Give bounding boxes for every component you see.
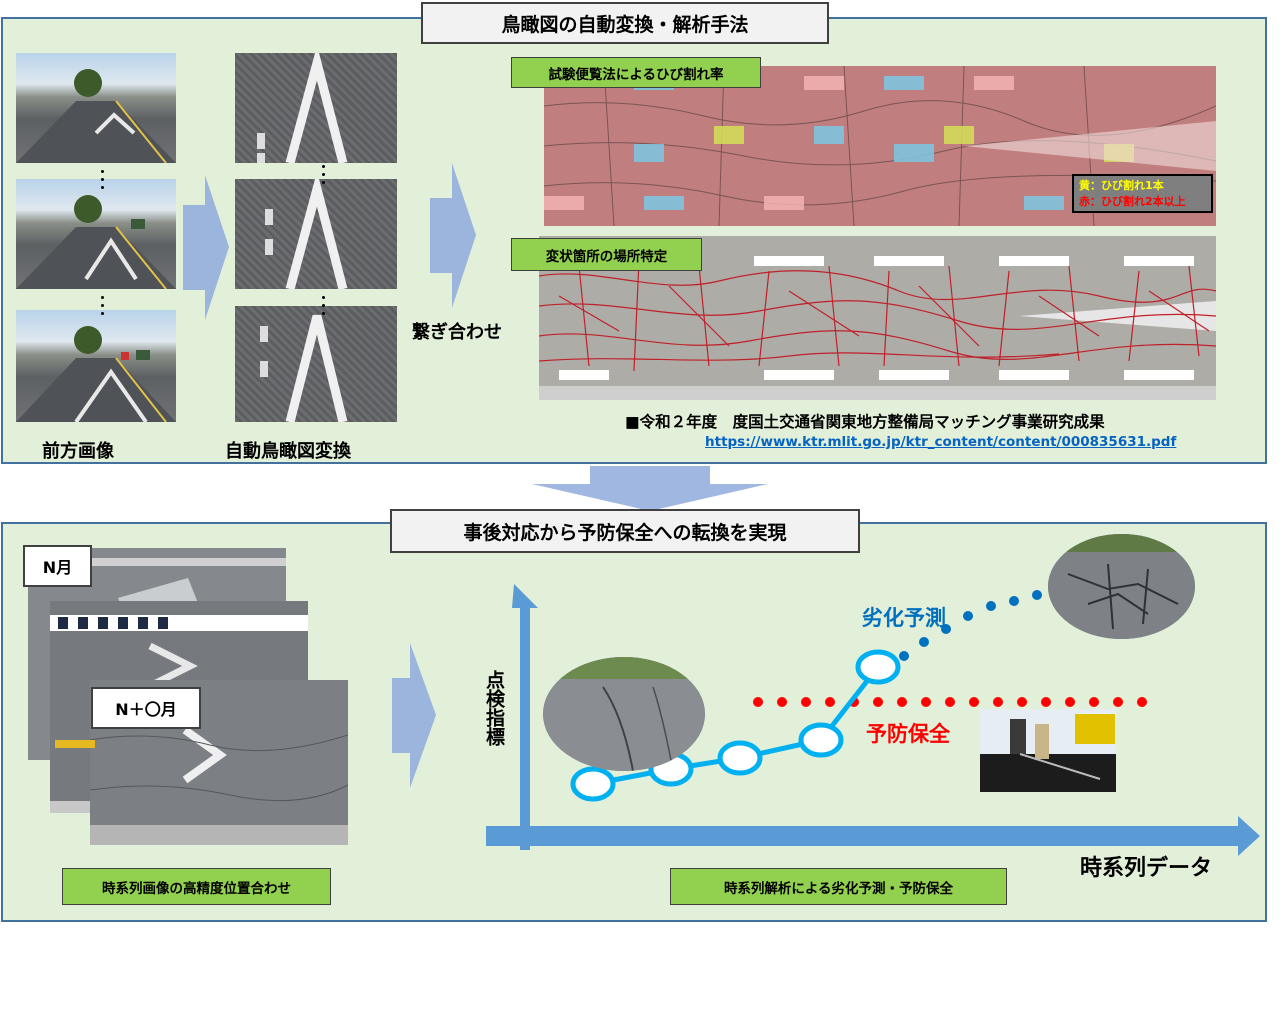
crack-rate-image — [544, 66, 1216, 226]
front-image-2 — [16, 179, 176, 289]
x-axis-label: 時系列データ — [1080, 856, 1213, 881]
birdseye-image-2 — [235, 179, 397, 289]
crack-legend: 黄：ひび割れ1本 赤：ひび割れ2本以上 — [1072, 174, 1213, 213]
yellow-lane-mark — [55, 740, 95, 748]
y-axis-arrow — [512, 584, 538, 850]
deterioration-chart: 点検指標 — [483, 584, 1260, 856]
x-axis-arrow — [486, 816, 1260, 856]
deterioration-label: 劣化予測 — [862, 606, 946, 630]
repair-work-photo — [980, 709, 1116, 792]
analysis-label: 時系列解析による劣化予測・予防保全 — [670, 868, 1007, 905]
front-image-1 — [16, 53, 176, 163]
down-arrow-icon — [532, 466, 768, 511]
front-image-3 — [16, 310, 176, 422]
preventive-threshold-line — [753, 697, 1147, 707]
ellipsis-dots — [322, 165, 325, 189]
y-axis-label: 点検指標 — [483, 670, 505, 747]
right-arrow-icon — [392, 643, 436, 788]
top-title: 鳥瞰図の自動変換・解析手法 — [421, 2, 829, 44]
merge-label: 繋ぎ合わせ — [412, 322, 502, 343]
preventive-label: 予防保全 — [866, 722, 950, 746]
legend-yellow: 黄：ひび割れ1本 — [1079, 179, 1164, 192]
ellipsis-dots — [101, 296, 104, 320]
severe-crack-photo — [1048, 534, 1195, 639]
early-crack-photo — [543, 657, 705, 771]
birdseye-image-3 — [235, 306, 397, 422]
timeseries-image-front — [90, 680, 348, 845]
birdseye-caption: 自動鳥瞰図変換 — [225, 441, 351, 462]
ellipsis-dots — [101, 170, 104, 194]
right-arrow-icon — [183, 175, 229, 320]
ellipsis-dots — [322, 296, 325, 320]
source-link[interactable]: https://www.ktr.mlit.go.jp/ktr_content/c… — [705, 434, 1177, 450]
alignment-label: 時系列画像の高精度位置合わせ — [62, 868, 331, 905]
predicted-series — [899, 590, 1042, 661]
legend-red: 赤：ひび割れ2本以上 — [1079, 195, 1186, 208]
right-arrow-icon — [430, 163, 476, 308]
birdseye-image-1 — [235, 53, 397, 163]
source-note: ■令和２年度 度国土交通省関東地方整備局マッチング事業研究成果 — [625, 413, 1105, 431]
front-image-caption: 前方画像 — [42, 441, 114, 462]
month-n-label: N月 — [23, 545, 92, 587]
observed-series-points — [570, 649, 901, 802]
bottom-title: 事後対応から予防保全への転換を実現 — [390, 509, 860, 553]
crack-rate-label: 試験便覧法によるひび割れ率 — [511, 57, 761, 88]
crack-location-label: 変状箇所の場所特定 — [511, 238, 702, 271]
month-n-plus-label: N＋〇月 — [91, 687, 201, 729]
